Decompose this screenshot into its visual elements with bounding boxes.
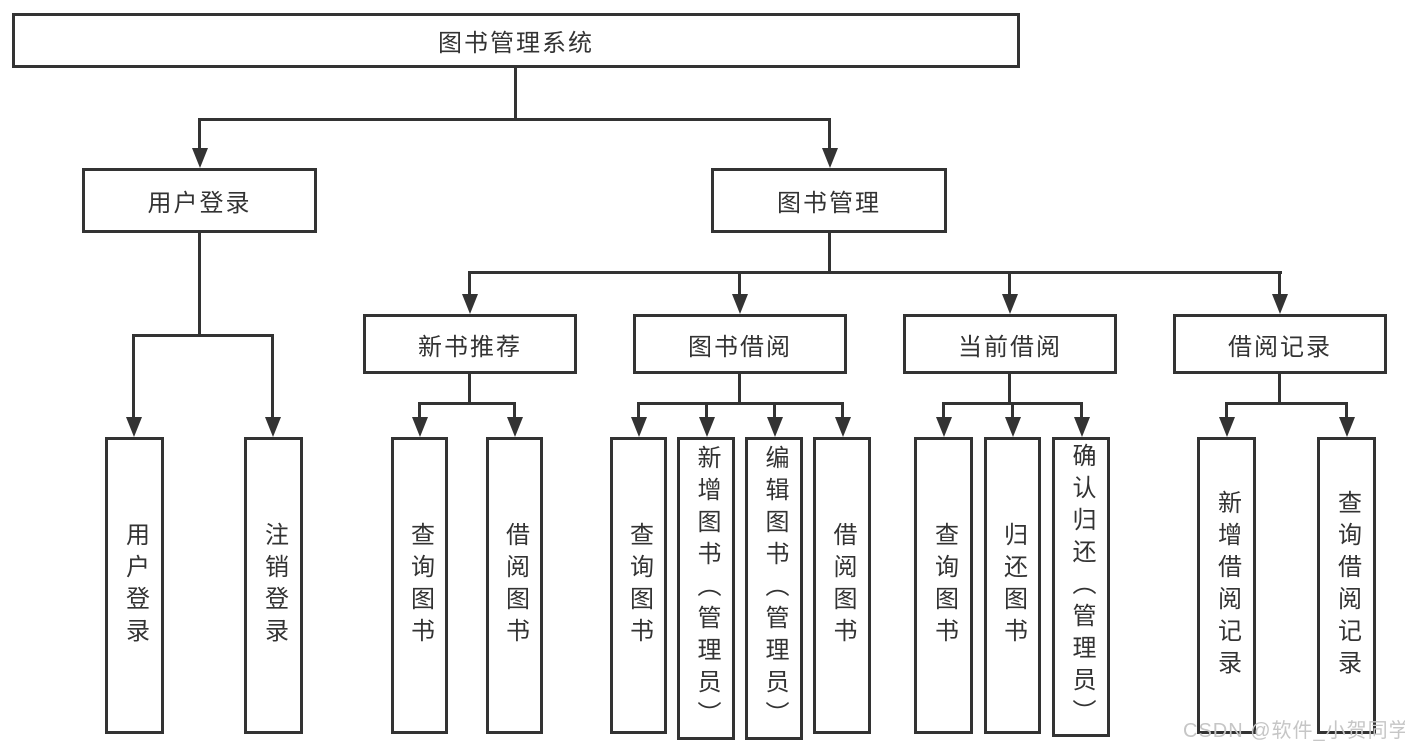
arrowhead-down-icon: [631, 417, 647, 437]
connector-current-stem: [1008, 374, 1011, 405]
arrowhead-down-icon: [1272, 294, 1288, 314]
node-label: 借阅图书: [501, 521, 529, 650]
connector-drop-add-record: [1225, 402, 1228, 419]
arrowhead-down-icon: [192, 148, 208, 168]
connector-drop-query-book: [418, 402, 421, 419]
leaf-recommend-borrow-book: 借阅图书: [486, 437, 543, 734]
node-label: 归还图书: [999, 521, 1027, 650]
leaf-borrowing-edit-book-admin: 编辑图书（管理员）: [745, 437, 803, 740]
node-label: 图书管理系统: [438, 30, 594, 57]
connector-records-stem: [1278, 374, 1281, 405]
connector-records-rail: [1225, 402, 1347, 405]
leaf-current-confirm-return-admin: 确认归还（管理员）: [1052, 437, 1110, 737]
connector-drop-leaf-logout: [271, 334, 274, 418]
arrowhead-down-icon: [126, 417, 142, 437]
node-label: 用户登录: [121, 521, 149, 650]
arrowhead-down-icon: [732, 294, 748, 314]
node-label: 图书管理: [777, 190, 881, 217]
connector-book-management-rail: [468, 271, 1282, 274]
connector-drop-new-book-recommendation: [468, 271, 471, 296]
node-label: 新书推荐: [418, 333, 522, 361]
node-label: 查询图书: [406, 521, 434, 650]
connector-drop-user-login: [198, 118, 201, 150]
connector-drop-query-book: [942, 402, 945, 419]
connector-drop-current-borrowing: [1008, 271, 1011, 296]
connector-root-stem: [514, 68, 517, 120]
node-label: 图书借阅: [688, 333, 792, 361]
arrowhead-down-icon: [822, 148, 838, 168]
arrowhead-down-icon: [507, 417, 523, 437]
node-label: 新增图书（管理员）: [693, 444, 720, 733]
node-borrowing-records: 借阅记录: [1173, 314, 1387, 374]
arrowhead-down-icon: [835, 417, 851, 437]
connector-drop-borrowing-records: [1278, 271, 1281, 296]
leaf-borrowing-borrow-book: 借阅图书: [813, 437, 871, 734]
leaf-current-query-book: 查询图书: [914, 437, 973, 734]
connector-root-rail: [198, 118, 831, 121]
node-library-management-system: 图书管理系统: [12, 13, 1020, 68]
leaf-current-return-book: 归还图书: [984, 437, 1041, 734]
connector-drop-borrow-book: [841, 402, 844, 419]
node-label: 新增借阅记录: [1213, 489, 1241, 682]
arrowhead-down-icon: [1074, 417, 1090, 437]
arrowhead-down-icon: [1002, 294, 1018, 314]
leaf-records-query-borrow-record: 查询借阅记录: [1317, 437, 1376, 734]
leaf-records-add-borrow-record: 新增借阅记录: [1197, 437, 1256, 734]
connector-drop-query-record: [1345, 402, 1348, 419]
node-book-borrowing: 图书借阅: [633, 314, 847, 374]
arrowhead-down-icon: [767, 417, 783, 437]
connector-drop-return-book: [1011, 402, 1014, 419]
arrowhead-down-icon: [412, 417, 428, 437]
node-new-book-recommendation: 新书推荐: [363, 314, 577, 374]
node-label: 注销登录: [260, 521, 288, 650]
arrowhead-down-icon: [1339, 417, 1355, 437]
connector-drop-confirm-return: [1080, 402, 1083, 419]
node-label: 当前借阅: [958, 333, 1062, 361]
leaf-recommend-query-book: 查询图书: [391, 437, 448, 734]
connector-recommendation-stem: [468, 374, 471, 405]
node-current-borrowing: 当前借阅: [903, 314, 1117, 374]
connector-drop-book-borrowing: [738, 271, 741, 296]
node-label: 查询图书: [625, 521, 653, 650]
connector-recommendation-rail: [418, 402, 516, 405]
node-label: 编辑图书（管理员）: [761, 444, 788, 733]
arrowhead-down-icon: [265, 417, 281, 437]
connector-drop-add-book: [705, 402, 708, 419]
connector-book-management-stem: [828, 233, 831, 274]
node-user-login: 用户登录: [82, 168, 317, 233]
node-label: 查询借阅记录: [1333, 489, 1361, 682]
arrowhead-down-icon: [462, 294, 478, 314]
watermark: CSDN @软件_小贺同学: [1183, 720, 1405, 742]
arrowhead-down-icon: [1005, 417, 1021, 437]
connector-borrowing-stem: [738, 374, 741, 405]
connector-drop-book-management: [828, 118, 831, 150]
connector-user-login-stem: [198, 233, 201, 336]
leaf-borrowing-query-book: 查询图书: [610, 437, 667, 734]
node-label: 用户登录: [147, 190, 252, 217]
arrowhead-down-icon: [1219, 417, 1235, 437]
connector-drop-query-book: [637, 402, 640, 419]
arrowhead-down-icon: [936, 417, 952, 437]
leaf-user-login: 用户登录: [105, 437, 164, 734]
connector-drop-borrow-book: [513, 402, 516, 419]
leaf-logout: 注销登录: [244, 437, 303, 734]
connector-drop-leaf-user-login: [132, 334, 135, 418]
node-label: 借阅图书: [829, 521, 856, 650]
node-label: 确认归还（管理员）: [1068, 443, 1095, 731]
node-book-management: 图书管理: [711, 168, 947, 233]
leaf-borrowing-add-book-admin: 新增图书（管理员）: [677, 437, 735, 740]
connector-borrowing-rail: [637, 402, 844, 405]
connector-drop-edit-book: [773, 402, 776, 419]
node-label: 查询图书: [930, 521, 958, 650]
connector-user-login-rail: [132, 334, 274, 337]
node-label: 借阅记录: [1228, 333, 1332, 361]
arrowhead-down-icon: [699, 417, 715, 437]
